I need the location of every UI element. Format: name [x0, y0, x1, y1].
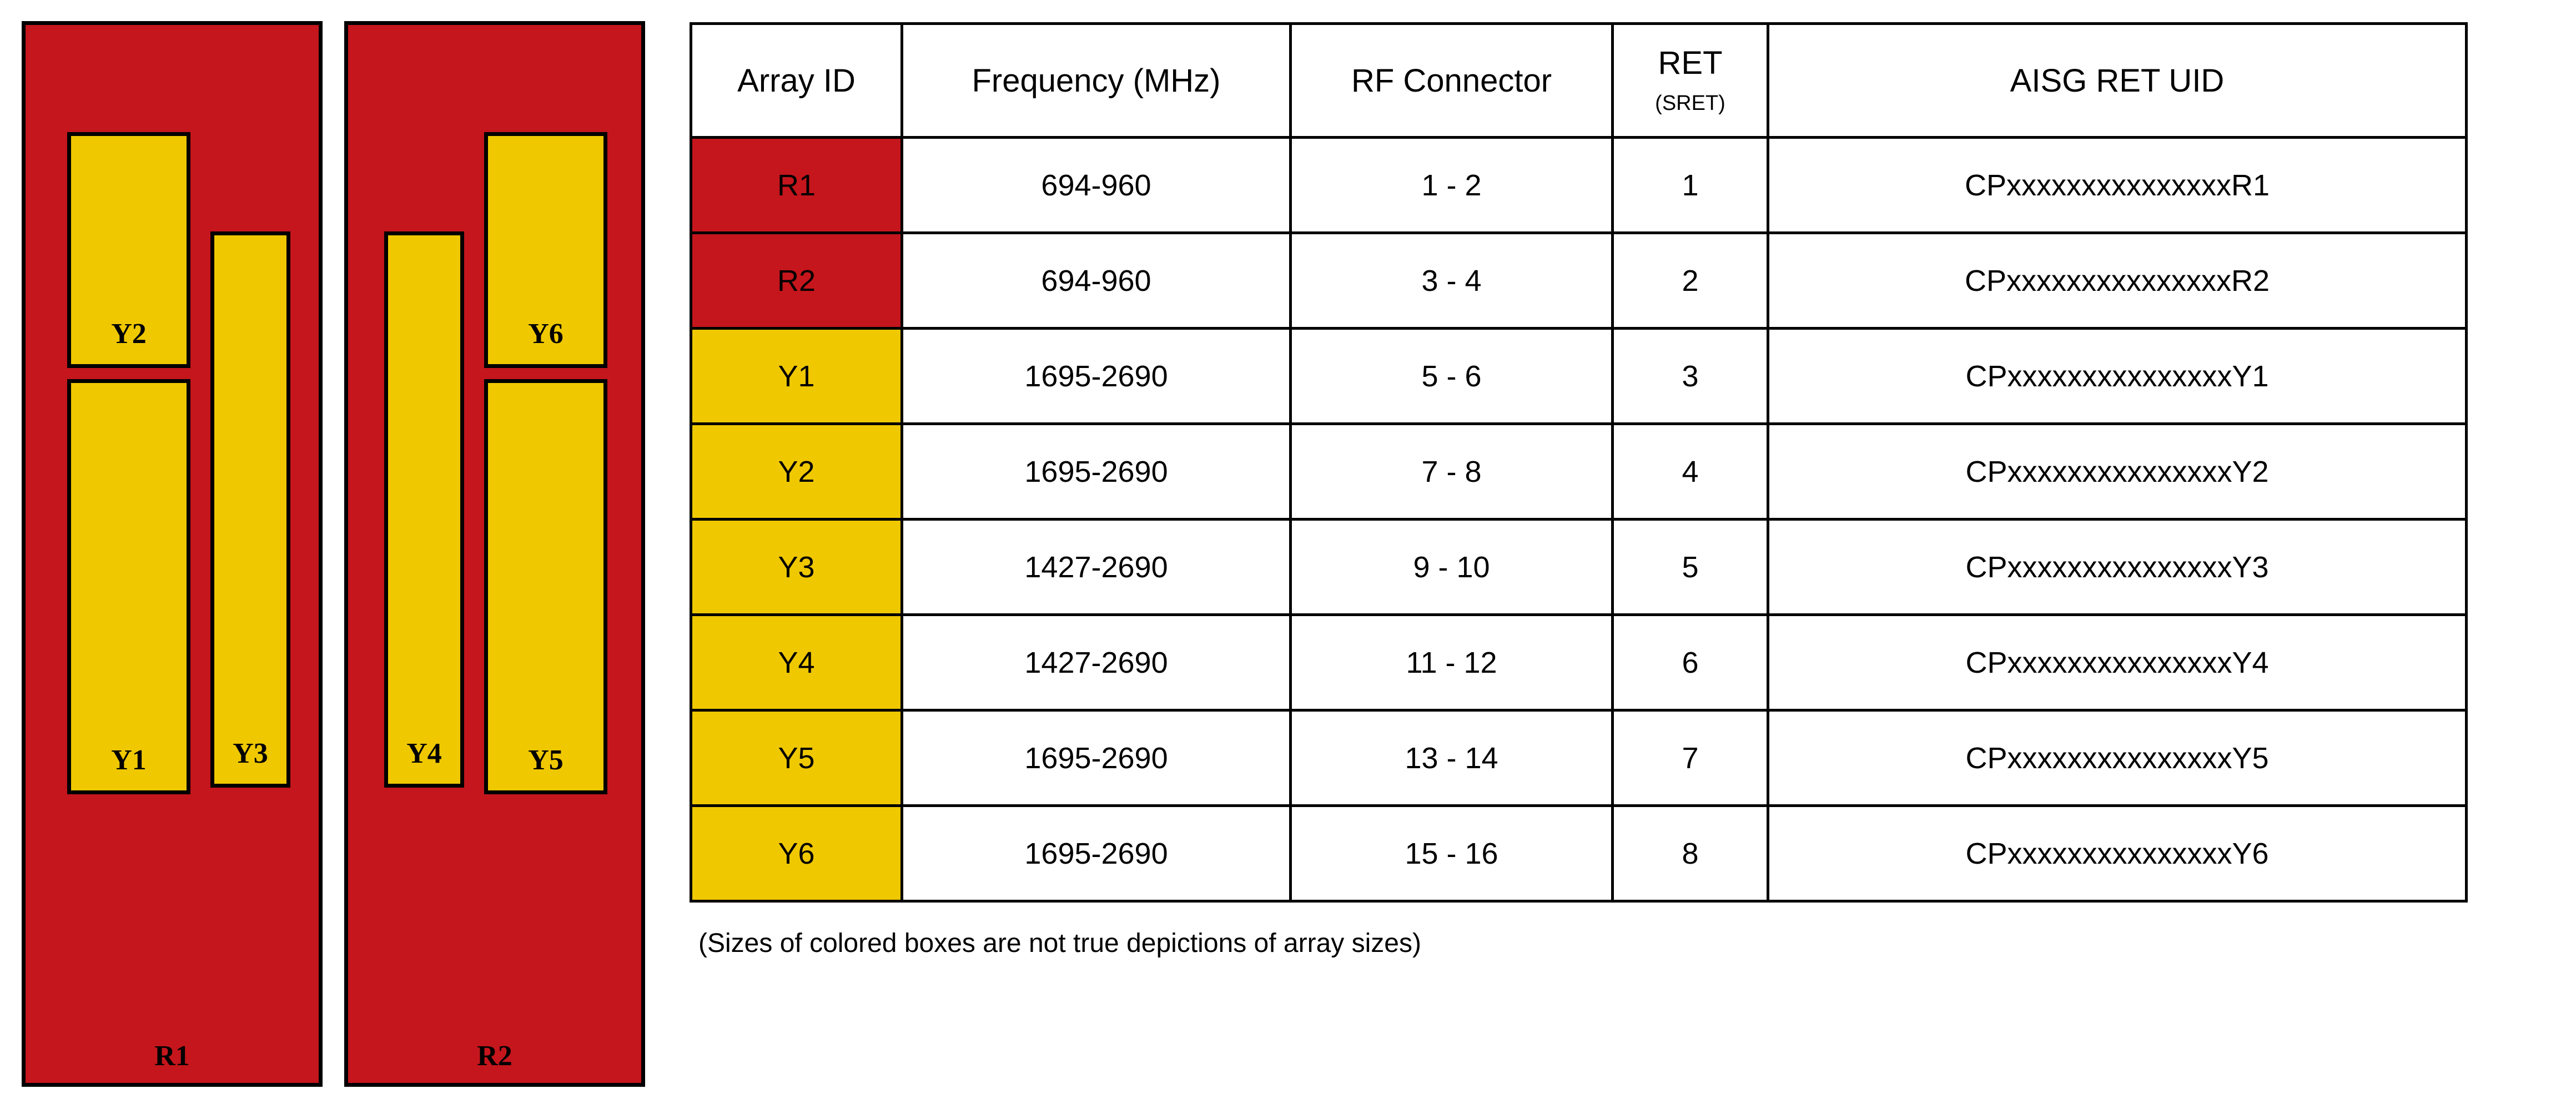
cell-rf-connector: 3 - 4 [1289, 231, 1614, 330]
column-header-array-id: Array ID [690, 22, 903, 139]
cell-array-id: Y6 [690, 804, 903, 903]
cell-aisg-ret-uid: CPxxxxxxxxxxxxxxxY3 [1767, 518, 2468, 616]
array-box-y2: Y2 [67, 132, 190, 368]
cell-aisg-ret-uid: CPxxxxxxxxxxxxxxxR1 [1767, 136, 2468, 234]
cell-array-id: Y2 [690, 422, 903, 521]
cell-array-id: Y5 [690, 709, 903, 807]
array-box-y5: Y5 [484, 379, 607, 794]
cell-ret: 2 [1611, 231, 1769, 330]
cell-aisg-ret-uid: CPxxxxxxxxxxxxxxxY4 [1767, 613, 2468, 712]
cell-aisg-ret-uid: CPxxxxxxxxxxxxxxxY6 [1767, 804, 2468, 903]
cell-aisg-ret-uid: CPxxxxxxxxxxxxxxxY2 [1767, 422, 2468, 521]
cell-aisg-ret-uid: CPxxxxxxxxxxxxxxxR2 [1767, 231, 2468, 330]
antenna-panel-r1: Y2 Y1 Y3 R1 [22, 21, 323, 1087]
column-header-ret-main: RET [1658, 44, 1723, 81]
cell-frequency: 1695-2690 [900, 327, 1292, 425]
cell-ret: 3 [1611, 327, 1769, 425]
antenna-diagram-area: Y2 Y1 Y3 R1 Y6 Y5 Y4 R2 [0, 0, 688, 1119]
array-label-y1: Y1 [111, 744, 147, 776]
table-header-row: Array ID Frequency (MHz) RF Connector RE… [690, 22, 2468, 139]
cell-rf-connector: 1 - 2 [1289, 136, 1614, 234]
cell-rf-connector: 15 - 16 [1289, 804, 1614, 903]
array-label-y6: Y6 [528, 318, 564, 350]
antenna-panel-r2: Y6 Y5 Y4 R2 [344, 21, 645, 1087]
cell-array-id: Y4 [690, 613, 903, 712]
array-label-y4: Y4 [406, 738, 442, 769]
column-header-ret: RET (SRET) [1611, 22, 1769, 139]
array-box-y6: Y6 [484, 132, 607, 368]
cell-rf-connector: 9 - 10 [1289, 518, 1614, 616]
cell-ret: 5 [1611, 518, 1769, 616]
cell-frequency: 694-960 [900, 231, 1292, 330]
array-label-y5: Y5 [528, 744, 564, 776]
cell-ret: 4 [1611, 422, 1769, 521]
cell-array-id: R1 [690, 136, 903, 234]
cell-frequency: 1427-2690 [900, 613, 1292, 712]
panel-label-r1: R1 [154, 1040, 190, 1072]
cell-aisg-ret-uid: CPxxxxxxxxxxxxxxxY5 [1767, 709, 2468, 807]
column-header-frequency: Frequency (MHz) [900, 22, 1292, 139]
array-label-y3: Y3 [233, 738, 268, 769]
column-header-ret-sub: (SRET) [1655, 91, 1725, 115]
column-header-aisg-ret-uid: AISG RET UID [1767, 22, 2468, 139]
array-label-y2: Y2 [111, 318, 147, 350]
cell-array-id: R2 [690, 231, 903, 330]
footnote-text: (Sizes of colored boxes are not true dep… [698, 929, 1421, 958]
cell-ret: 6 [1611, 613, 1769, 712]
cell-frequency: 1695-2690 [900, 804, 1292, 903]
array-box-y3: Y3 [210, 231, 290, 788]
cell-aisg-ret-uid: CPxxxxxxxxxxxxxxxY1 [1767, 327, 2468, 425]
cell-rf-connector: 5 - 6 [1289, 327, 1614, 425]
column-header-rf-connector: RF Connector [1289, 22, 1614, 139]
array-box-y1: Y1 [67, 379, 190, 794]
cell-frequency: 1695-2690 [900, 709, 1292, 807]
array-spec-table-wrapper: Array ID Frequency (MHz) RF Connector RE… [690, 22, 2468, 903]
array-spec-table: Array ID Frequency (MHz) RF Connector RE… [690, 22, 2468, 903]
cell-frequency: 1695-2690 [900, 422, 1292, 521]
cell-frequency: 1427-2690 [900, 518, 1292, 616]
cell-array-id: Y1 [690, 327, 903, 425]
panel-label-r2: R2 [477, 1040, 512, 1072]
cell-rf-connector: 7 - 8 [1289, 422, 1614, 521]
cell-rf-connector: 11 - 12 [1289, 613, 1614, 712]
cell-frequency: 694-960 [900, 136, 1292, 234]
cell-rf-connector: 13 - 14 [1289, 709, 1614, 807]
cell-ret: 8 [1611, 804, 1769, 903]
cell-array-id: Y3 [690, 518, 903, 616]
array-box-y4: Y4 [384, 231, 464, 788]
cell-ret: 7 [1611, 709, 1769, 807]
cell-ret: 1 [1611, 136, 1769, 234]
